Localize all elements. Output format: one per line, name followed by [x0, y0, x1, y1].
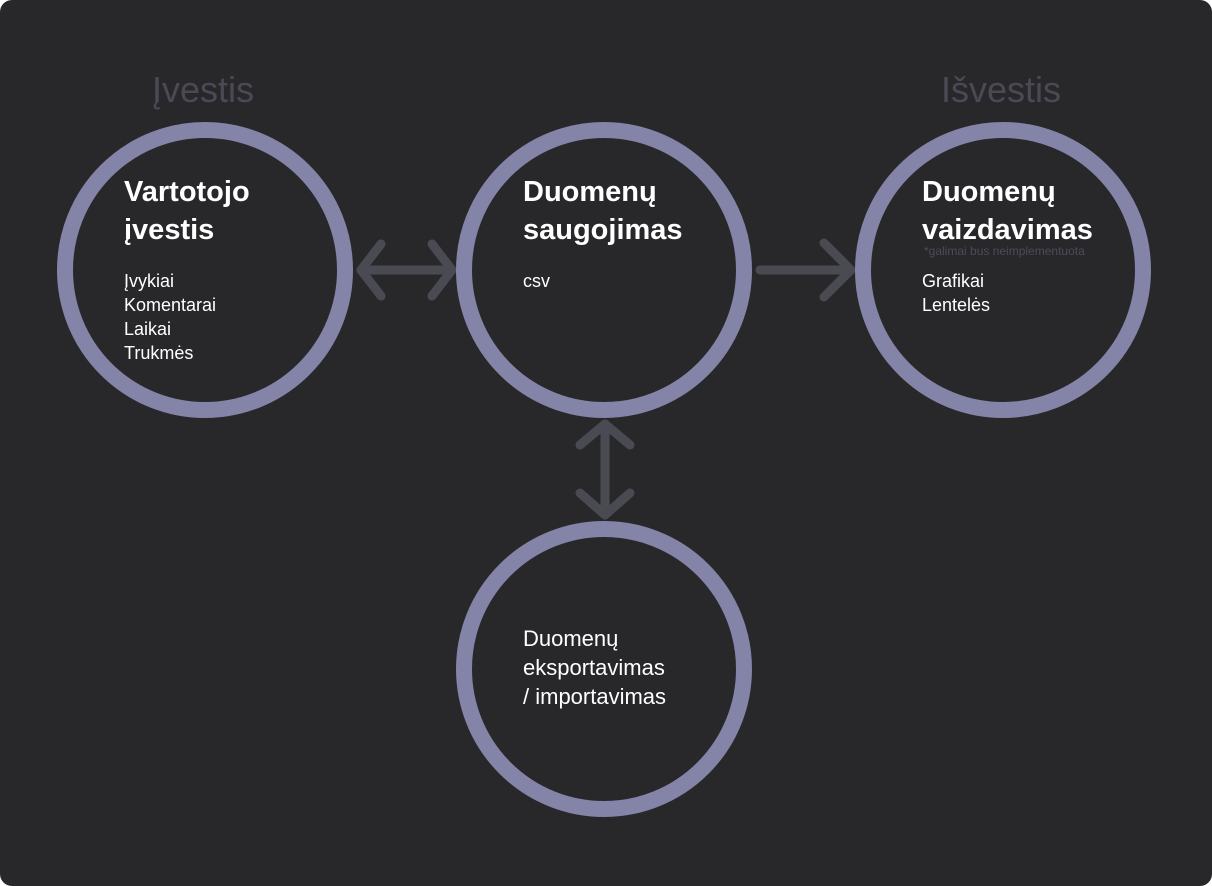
node-data-export-import-title: Duomenų eksportavimas / importavimas — [523, 626, 667, 709]
section-label-output: Išvestis — [941, 69, 1062, 110]
node-data-storage: Duomenų saugojimas csv — [523, 173, 683, 293]
list-item: csv — [523, 271, 550, 291]
node-user-input: Vartotojo įvestis Įvykiai Komentarai Lai… — [124, 173, 250, 365]
node-data-storage-title: Duomenų saugojimas — [523, 176, 683, 246]
node-data-storage-items: csv — [523, 269, 683, 293]
node-data-visualization: Duomenų vaizdavimas Grafikai Lentelės — [922, 173, 1093, 317]
list-item: Komentarai — [124, 295, 217, 315]
node-data-visualization-items: Grafikai Lentelės — [922, 269, 1093, 317]
implementation-note: *galimai bus neimplementuota — [924, 244, 1085, 258]
node-data-visualization-title: Duomenų vaizdavimas — [922, 176, 1093, 246]
double-arrow-storage-export — [575, 419, 635, 520]
list-item: Laikai — [124, 319, 172, 339]
node-user-input-title: Vartotojo įvestis — [124, 176, 250, 246]
list-item: Grafikai — [922, 271, 985, 291]
list-item: Lentelės — [922, 295, 991, 315]
section-label-input: Įvestis — [152, 69, 255, 110]
double-arrow-input-storage — [356, 239, 457, 301]
node-user-input-items: Įvykiai Komentarai Laikai Trukmės — [124, 269, 250, 365]
list-item: Trukmės — [124, 343, 194, 363]
list-item: Įvykiai — [124, 271, 175, 291]
node-data-export-import: Duomenų eksportavimas / importavimas — [523, 624, 666, 711]
arrow-storage-visualization — [755, 238, 856, 302]
